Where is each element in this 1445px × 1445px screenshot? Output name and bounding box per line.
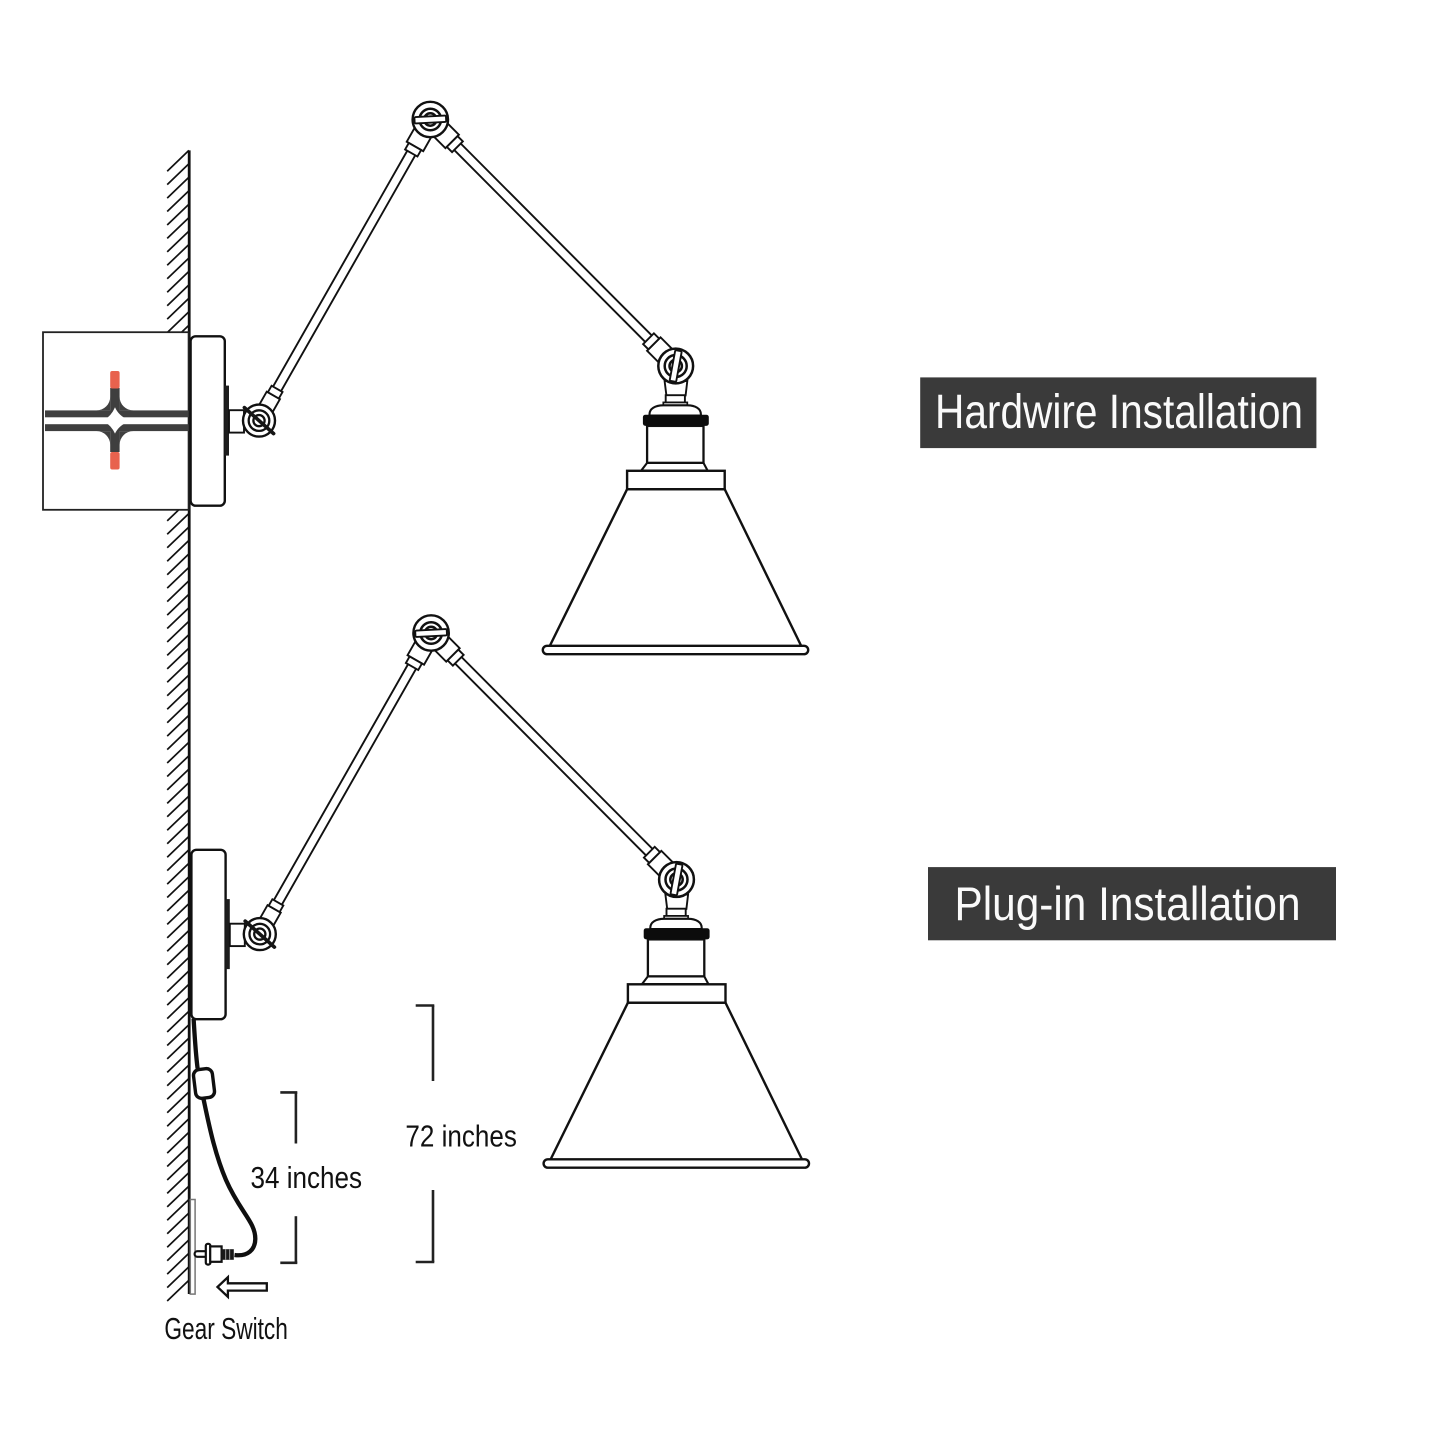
svg-text:Gear Switch: Gear Switch <box>164 1312 288 1346</box>
svg-text:Plug-in Installation: Plug-in Installation <box>955 878 1301 931</box>
svg-text:72 inches: 72 inches <box>405 1119 517 1154</box>
svg-text:Hardwire Installation: Hardwire Installation <box>935 386 1303 439</box>
svg-text:34 inches: 34 inches <box>251 1160 363 1195</box>
